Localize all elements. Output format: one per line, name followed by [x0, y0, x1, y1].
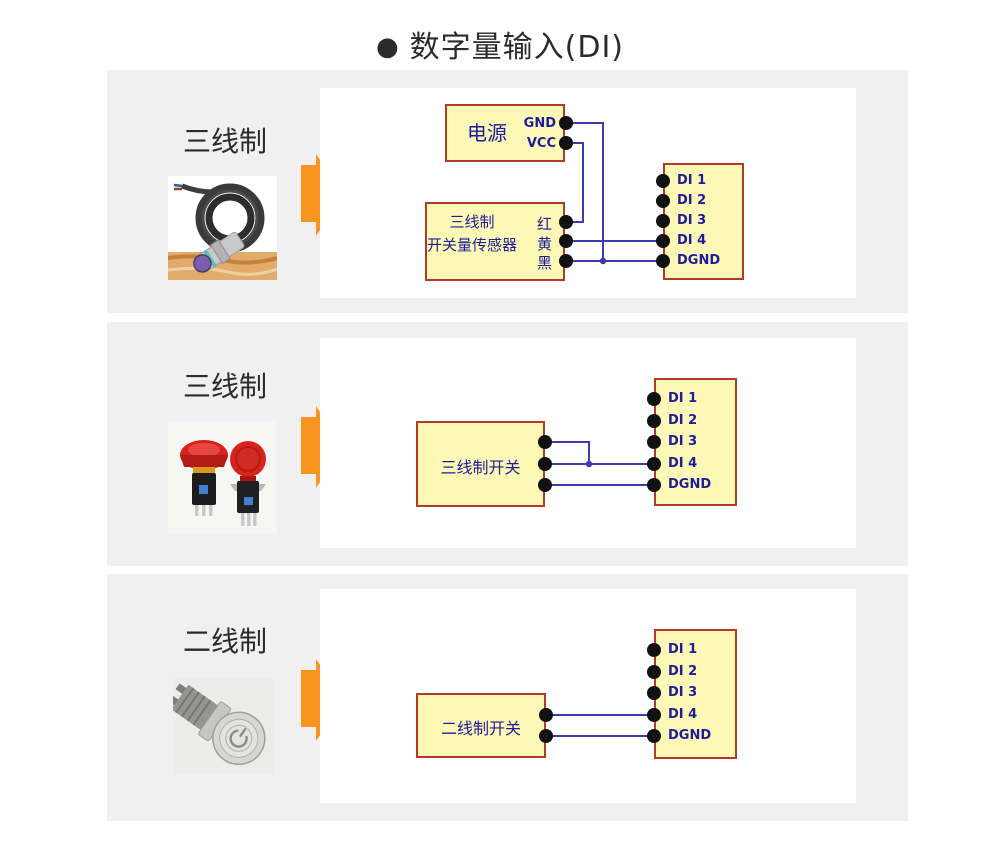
dgnd-label: DGND [668, 728, 712, 743]
di-terminal-box [663, 163, 744, 280]
di4-label: DI 4 [668, 456, 698, 471]
wiring-diagram-panel: 二线制开关 DI 1 DI 2 DI 3 DI 4 DGND [320, 589, 856, 803]
power-box-title: 电源 [467, 121, 507, 145]
proximity-sensor-photo [167, 176, 278, 280]
di3-label: DI 3 [668, 434, 698, 449]
bullet-icon: ● [375, 32, 400, 62]
switch-box-title: 二线制开关 [440, 719, 521, 738]
di1-label: DI 1 [668, 642, 698, 657]
di3-label: DI 3 [677, 213, 707, 228]
emergency-stop-button-image [168, 421, 277, 533]
di4-label: DI 4 [677, 233, 707, 248]
wiring-svg [538, 392, 661, 492]
di2-label: DI 2 [668, 413, 698, 428]
red-wire-label: 红 [536, 215, 552, 233]
switch-box [416, 693, 546, 758]
vcc-terminal-label: VCC [526, 136, 556, 151]
gnd-terminal-label: GND [523, 116, 556, 131]
switch-box-title: 三线制开关 [440, 458, 521, 477]
di3-label: DI 3 [668, 685, 698, 700]
wiring-diagram-panel: 电源 GND VCC 三线制 开关量传感器 红 黄 黑 DI 1 DI 2 DI… [320, 88, 856, 298]
di1-label: DI 1 [677, 173, 707, 188]
wiring-diagram-panel: 三线制开关 DI 1 DI 2 DI 3 DI 4 DGND [320, 338, 856, 548]
section-three-wire-switch: 三线制 [107, 322, 908, 566]
proximity-sensor-image [167, 176, 278, 280]
di2-label: DI 2 [668, 664, 698, 679]
sensor-box-title-line2: 开关量传感器 [427, 236, 518, 254]
di1-label: DI 1 [668, 391, 698, 406]
section-three-wire-sensor: 三线制 [107, 70, 908, 313]
metal-push-button-photo [167, 678, 273, 774]
black-wire-label: 黑 [536, 254, 552, 272]
yellow-wire-label: 黄 [536, 235, 552, 253]
di4-label: DI 4 [668, 707, 698, 722]
page-title-text: 数字量输入(DI) [409, 30, 625, 65]
sensor-box [425, 202, 565, 281]
page-title: ● 数字量输入(DI) [0, 22, 1000, 66]
section-two-wire-switch: 二线制 [107, 574, 908, 821]
switch-box [416, 421, 545, 507]
metal-push-button-image [167, 678, 273, 774]
emergency-stop-button-photo [168, 421, 277, 533]
wiring-type-label: 三线制 [182, 370, 267, 403]
dgnd-label: DGND [677, 253, 721, 268]
dgnd-label: DGND [668, 477, 712, 492]
power-supply-box [445, 104, 565, 162]
wiring-svg [559, 116, 670, 268]
di2-label: DI 2 [677, 193, 707, 208]
sensor-box-title-line1: 三线制 [449, 213, 495, 231]
wiring-type-label: 二线制 [182, 625, 267, 658]
di-terminal-box [654, 629, 737, 759]
wiring-type-label: 三线制 [182, 125, 267, 158]
wiring-svg [539, 643, 661, 743]
